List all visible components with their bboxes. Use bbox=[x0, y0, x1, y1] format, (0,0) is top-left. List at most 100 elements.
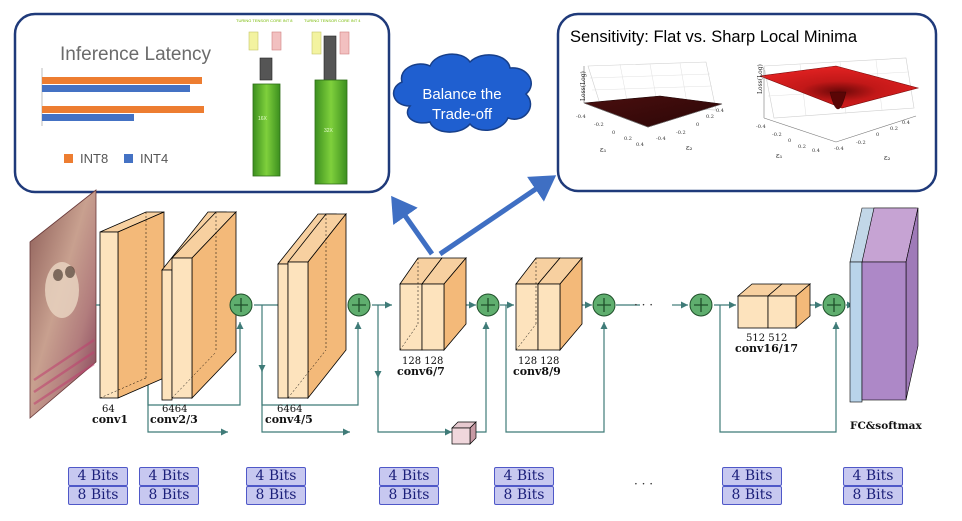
arrow-to-latency bbox=[391, 195, 435, 256]
network-ellipsis: · · · bbox=[634, 298, 653, 312]
bit-option-4-conv16-17: 4 Bits bbox=[722, 467, 782, 486]
svg-text:0: 0 bbox=[612, 130, 615, 136]
downsample-cube bbox=[451, 421, 477, 445]
conv1-block: 64 conv1 bbox=[92, 211, 165, 426]
bit-option-4-conv6-7: 4 Bits bbox=[379, 467, 439, 486]
svg-text:-0.2: -0.2 bbox=[772, 132, 782, 138]
legend-swatch-int8 bbox=[64, 154, 73, 163]
bit-option-4-conv4-5: 4 Bits bbox=[246, 467, 306, 486]
conv2-3-name: conv2/3 bbox=[150, 413, 198, 426]
add-node-5 bbox=[689, 293, 713, 317]
legend-swatch-int4 bbox=[124, 154, 133, 163]
tensor-core-int8-illustration: TURING TENSOR CORE INT 8 16X bbox=[236, 18, 293, 177]
conv6-7-block: 128 128 conv6/7 bbox=[397, 256, 467, 378]
tensor-core-int8-label: TURING TENSOR CORE INT 8 bbox=[236, 18, 293, 23]
legend-label-int8: INT8 bbox=[80, 151, 108, 166]
sensitivity-panel-frame bbox=[556, 12, 938, 193]
flat-minimum-plot: Loss(Log) ε₁ ε₂ -0.4 -0.2 0 0.2 0.4 -0.4… bbox=[576, 61, 724, 154]
bit-option-8-conv4-5: 8 Bits bbox=[246, 486, 306, 505]
conv8-9-name: conv8/9 bbox=[513, 365, 561, 378]
svg-text:0: 0 bbox=[696, 122, 699, 128]
svg-text:-0.4: -0.4 bbox=[656, 136, 666, 142]
svg-text:-0.2: -0.2 bbox=[856, 140, 866, 146]
svg-text:-0.4: -0.4 bbox=[756, 124, 766, 130]
svg-text:0.2: 0.2 bbox=[890, 126, 898, 132]
conv8-9-block: 128 128 conv8/9 bbox=[513, 256, 583, 378]
tensor-core-int4-illustration: TURING TENSOR CORE INT 4 32X bbox=[304, 18, 361, 185]
svg-text:0: 0 bbox=[876, 132, 879, 138]
tensor-core-int4-badge: 32X bbox=[324, 128, 334, 134]
bit-option-4-conv8-9: 4 Bits bbox=[494, 467, 554, 486]
bit-option-8-conv16-17: 8 Bits bbox=[722, 486, 782, 505]
latency-title: Inference Latency bbox=[60, 44, 212, 65]
cloud-shape bbox=[392, 53, 532, 133]
svg-text:0.4: 0.4 bbox=[716, 108, 724, 114]
conv16-17-block: 512 512 conv16/17 bbox=[735, 283, 812, 355]
tradeoff-cloud: Balance the Trade-off bbox=[392, 53, 532, 133]
bit-option-8-conv8-9: 8 Bits bbox=[494, 486, 554, 505]
bit-option-4-conv2-3: 4 Bits bbox=[139, 467, 199, 486]
bit-option-8-conv6-7: 8 Bits bbox=[379, 486, 439, 505]
bit-option-8-conv2-3: 8 Bits bbox=[139, 486, 199, 505]
bar-int8-a bbox=[42, 77, 202, 84]
conv2-3-channels: 6464 bbox=[162, 404, 187, 415]
sharp-xlabel: ε₁ bbox=[776, 152, 783, 160]
bar-int4-a bbox=[42, 85, 190, 92]
cloud-text-line1: Balance the bbox=[422, 86, 501, 103]
svg-text:0.4: 0.4 bbox=[902, 120, 910, 126]
arrow-to-sensitivity bbox=[438, 175, 557, 257]
fc-softmax-block: FC&softmax bbox=[849, 207, 922, 432]
bar-int4-b bbox=[42, 114, 134, 121]
add-node-1 bbox=[229, 293, 253, 317]
bit-option-4-fc: 4 Bits bbox=[843, 467, 903, 486]
conv6-7-channels: 128 128 bbox=[402, 356, 443, 367]
conv1-name: conv1 bbox=[92, 413, 128, 426]
conv4-5-name: conv4/5 bbox=[265, 413, 313, 426]
add-node-6 bbox=[822, 293, 846, 317]
conv2-3-block: 6464 conv2/3 bbox=[150, 211, 237, 426]
svg-text:-0.4: -0.4 bbox=[834, 146, 844, 152]
add-node-4 bbox=[592, 293, 616, 317]
svg-text:0: 0 bbox=[788, 138, 791, 144]
tensor-core-int4-label: TURING TENSOR CORE INT 4 bbox=[304, 18, 361, 23]
bar-int8-b bbox=[42, 106, 204, 113]
add-nodes bbox=[229, 293, 846, 317]
add-node-3 bbox=[476, 293, 500, 317]
bit-option-8-conv1: 8 Bits bbox=[68, 486, 128, 505]
svg-text:0.4: 0.4 bbox=[812, 148, 820, 154]
conv4-5-channels: 6464 bbox=[277, 404, 302, 415]
input-image bbox=[29, 189, 97, 419]
bit-option-8-fc: 8 Bits bbox=[843, 486, 903, 505]
tensor-core-int8-badge: 16X bbox=[258, 116, 268, 122]
tradeoff-arrows bbox=[391, 175, 557, 257]
svg-text:0.2: 0.2 bbox=[624, 136, 632, 142]
flat-xlabel: ε₁ bbox=[600, 146, 607, 154]
svg-text:0.2: 0.2 bbox=[798, 144, 806, 150]
conv4-5-block: 6464 conv4/5 bbox=[265, 212, 347, 426]
svg-text:-0.2: -0.2 bbox=[676, 130, 686, 136]
conv6-7-name: conv6/7 bbox=[397, 365, 445, 378]
conv16-17-channels: 512 512 bbox=[746, 333, 787, 344]
cloud-text-line2: Trade-off bbox=[432, 106, 493, 123]
conv16-17-name: conv16/17 bbox=[735, 342, 798, 355]
svg-text:0.2: 0.2 bbox=[706, 114, 714, 120]
bits-ellipsis: · · · bbox=[634, 477, 653, 491]
sharp-ylabel: ε₂ bbox=[884, 154, 891, 162]
conv8-9-channels: 128 128 bbox=[518, 356, 559, 367]
svg-text:-0.2: -0.2 bbox=[594, 122, 604, 128]
legend-label-int4: INT4 bbox=[140, 151, 168, 166]
latency-panel: Inference Latency INT8 INT4 TURING TENSO… bbox=[13, 12, 391, 194]
sensitivity-panel: Sensitivity: Flat vs. Sharp Local Minima… bbox=[556, 12, 938, 193]
bit-option-4-conv1: 4 Bits bbox=[68, 467, 128, 486]
fc-softmax-label: FC&softmax bbox=[850, 420, 922, 432]
svg-text:0.4: 0.4 bbox=[636, 142, 644, 148]
sharp-zlabel: Loss(Log) bbox=[757, 64, 764, 94]
svg-text:-0.4: -0.4 bbox=[576, 114, 586, 120]
add-node-2 bbox=[347, 293, 371, 317]
latency-panel-frame bbox=[13, 12, 391, 194]
flat-ylabel: ε₂ bbox=[686, 144, 693, 152]
conv1-channels: 64 bbox=[102, 404, 115, 415]
flat-zlabel: Loss(Log) bbox=[580, 71, 587, 101]
